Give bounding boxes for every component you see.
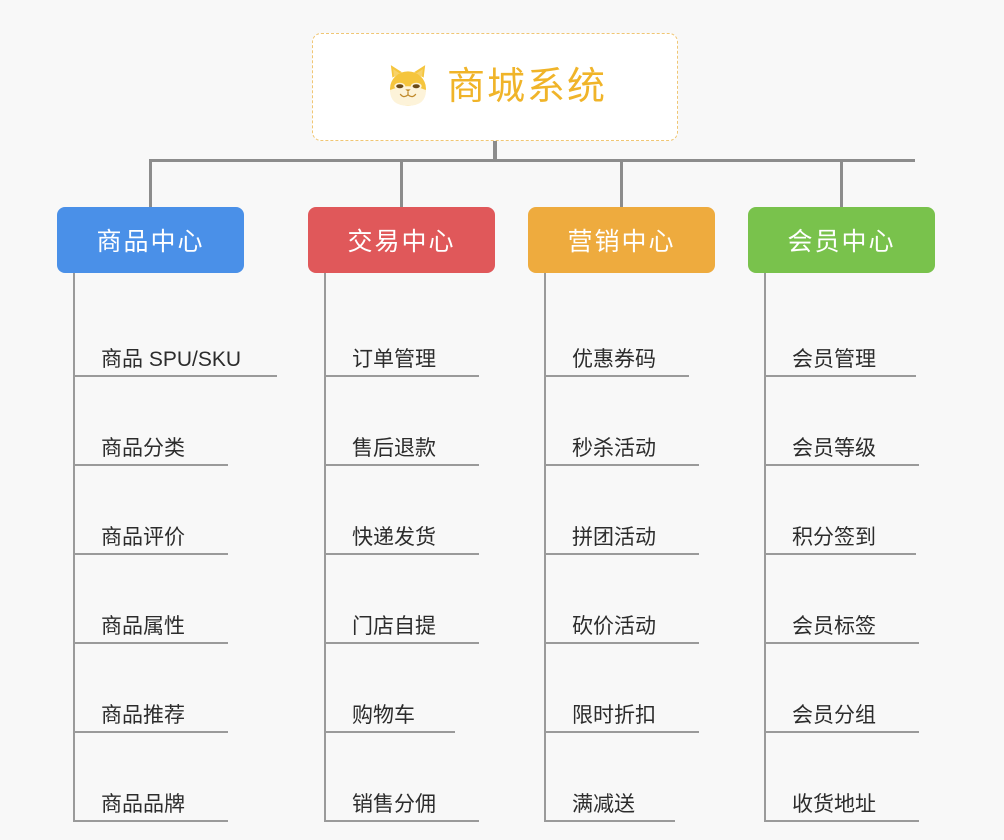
leaf-trunk — [764, 288, 766, 822]
leaf-label: 商品品牌 — [101, 792, 185, 816]
shiba-dog-icon — [383, 62, 433, 112]
leaf-item[interactable]: 商品推荐 — [73, 644, 228, 733]
leaf-label: 砍价活动 — [572, 614, 656, 638]
leaf-label: 秒杀活动 — [572, 436, 656, 460]
leaf-item[interactable]: 商品评价 — [73, 466, 228, 555]
leaf-item[interactable]: 优惠券码 — [544, 288, 689, 377]
leaf-item[interactable]: 商品属性 — [73, 555, 228, 644]
connector-stub-1 — [73, 270, 75, 288]
leaf-item[interactable]: 销售分佣 — [324, 733, 479, 822]
leaf-label: 会员标签 — [792, 614, 876, 638]
category-label: 会员中心 — [787, 228, 896, 256]
leaf-label: 订单管理 — [352, 347, 436, 371]
leaf-label: 商品评价 — [101, 525, 185, 549]
connector-drop-3 — [620, 159, 623, 209]
leaf-label: 满减送 — [572, 792, 635, 816]
leaf-label: 门店自提 — [352, 614, 436, 638]
connector-stub-4 — [764, 270, 766, 288]
leaf-item[interactable]: 积分签到 — [764, 466, 916, 555]
leaf-item[interactable]: 会员分组 — [764, 644, 919, 733]
leaf-item[interactable]: 快递发货 — [324, 466, 479, 555]
leaf-label: 优惠券码 — [572, 347, 656, 371]
leaf-label: 购物车 — [352, 703, 415, 727]
leaf-item[interactable]: 商品 SPU/SKU — [73, 288, 277, 377]
leaf-label: 拼团活动 — [572, 525, 656, 549]
category-box-1[interactable]: 交易中心 — [308, 207, 495, 273]
leaf-label: 商品 SPU/SKU — [101, 347, 242, 371]
leaf-label: 收货地址 — [792, 792, 876, 816]
leaf-label: 商品推荐 — [101, 703, 185, 727]
leaf-label: 快递发货 — [352, 525, 436, 549]
leaf-trunk — [73, 288, 75, 822]
connector-drop-4 — [840, 159, 843, 209]
category-box-2[interactable]: 营销中心 — [528, 207, 715, 273]
connector-root-stem — [493, 141, 497, 161]
leaf-label: 商品分类 — [101, 436, 185, 460]
leaf-label: 限时折扣 — [572, 703, 656, 727]
leaf-item[interactable]: 门店自提 — [324, 555, 479, 644]
leaf-label: 会员管理 — [792, 347, 876, 371]
leaf-label: 会员等级 — [792, 436, 876, 460]
category-box-0[interactable]: 商品中心 — [57, 207, 244, 273]
connector-bus — [149, 159, 915, 162]
root-title: 商城系统 — [446, 66, 607, 108]
leaf-item[interactable]: 拼团活动 — [544, 466, 699, 555]
leaf-item[interactable]: 收货地址 — [764, 733, 919, 822]
leaf-label: 会员分组 — [792, 703, 876, 727]
root-node[interactable]: 商城系统 — [312, 33, 678, 141]
leaf-item[interactable]: 会员管理 — [764, 288, 916, 377]
connector-stub-3 — [544, 270, 546, 288]
leaf-trunk — [324, 288, 326, 822]
leaf-trunk — [544, 288, 546, 822]
leaf-item[interactable]: 秒杀活动 — [544, 377, 699, 466]
leaf-item[interactable]: 满减送 — [544, 733, 675, 822]
connector-stub-2 — [324, 270, 326, 288]
leaf-label: 销售分佣 — [352, 792, 436, 816]
leaf-item[interactable]: 商品品牌 — [73, 733, 228, 822]
leaf-item[interactable]: 限时折扣 — [544, 644, 699, 733]
leaf-label: 售后退款 — [352, 436, 436, 460]
leaf-item[interactable]: 会员标签 — [764, 555, 919, 644]
leaf-item[interactable]: 会员等级 — [764, 377, 919, 466]
category-label: 营销中心 — [567, 228, 676, 256]
leaf-item[interactable]: 商品分类 — [73, 377, 228, 466]
category-box-3[interactable]: 会员中心 — [748, 207, 935, 273]
category-label: 商品中心 — [96, 228, 205, 256]
leaf-item[interactable]: 砍价活动 — [544, 555, 699, 644]
leaf-item[interactable]: 售后退款 — [324, 377, 479, 466]
leaf-label: 商品属性 — [101, 614, 185, 638]
connector-drop-2 — [400, 159, 403, 209]
leaf-item[interactable]: 购物车 — [324, 644, 455, 733]
leaf-label: 积分签到 — [792, 525, 876, 549]
connector-drop-1 — [149, 159, 152, 209]
category-label: 交易中心 — [347, 228, 456, 256]
leaf-item[interactable]: 订单管理 — [324, 288, 479, 377]
